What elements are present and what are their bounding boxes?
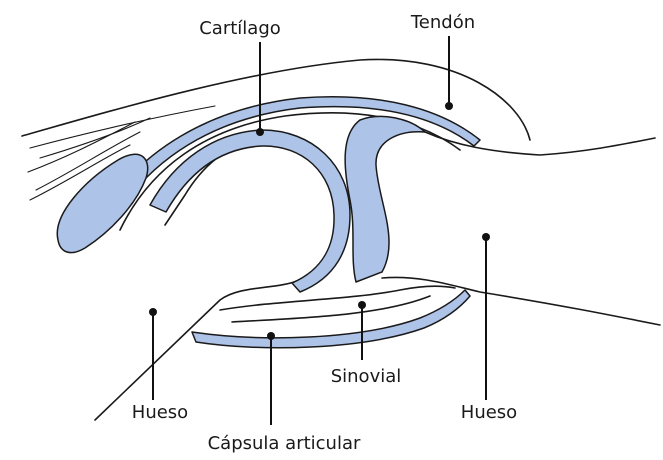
cartilage-right [344,115,426,283]
label-tendon: Tendón [410,12,475,33]
label-sinovial: Sinovial [331,366,402,387]
cartilage-left [149,129,351,293]
synovial-lower-inner [231,295,431,323]
label-cartilago: Cartílago [199,18,281,39]
label-hueso-right: Hueso [461,402,517,423]
tendon-band-upper [99,96,481,223]
label-hueso-left: Hueso [132,402,188,423]
leaders [149,36,490,425]
tendon-fibers [21,58,531,201]
synovial-lower [219,285,456,311]
right-bone-lower [381,276,661,326]
capsule-band-lower [191,289,471,349]
right-bone [424,131,656,156]
left-pad [56,153,149,254]
label-capsula: Cápsula articular [208,433,361,454]
